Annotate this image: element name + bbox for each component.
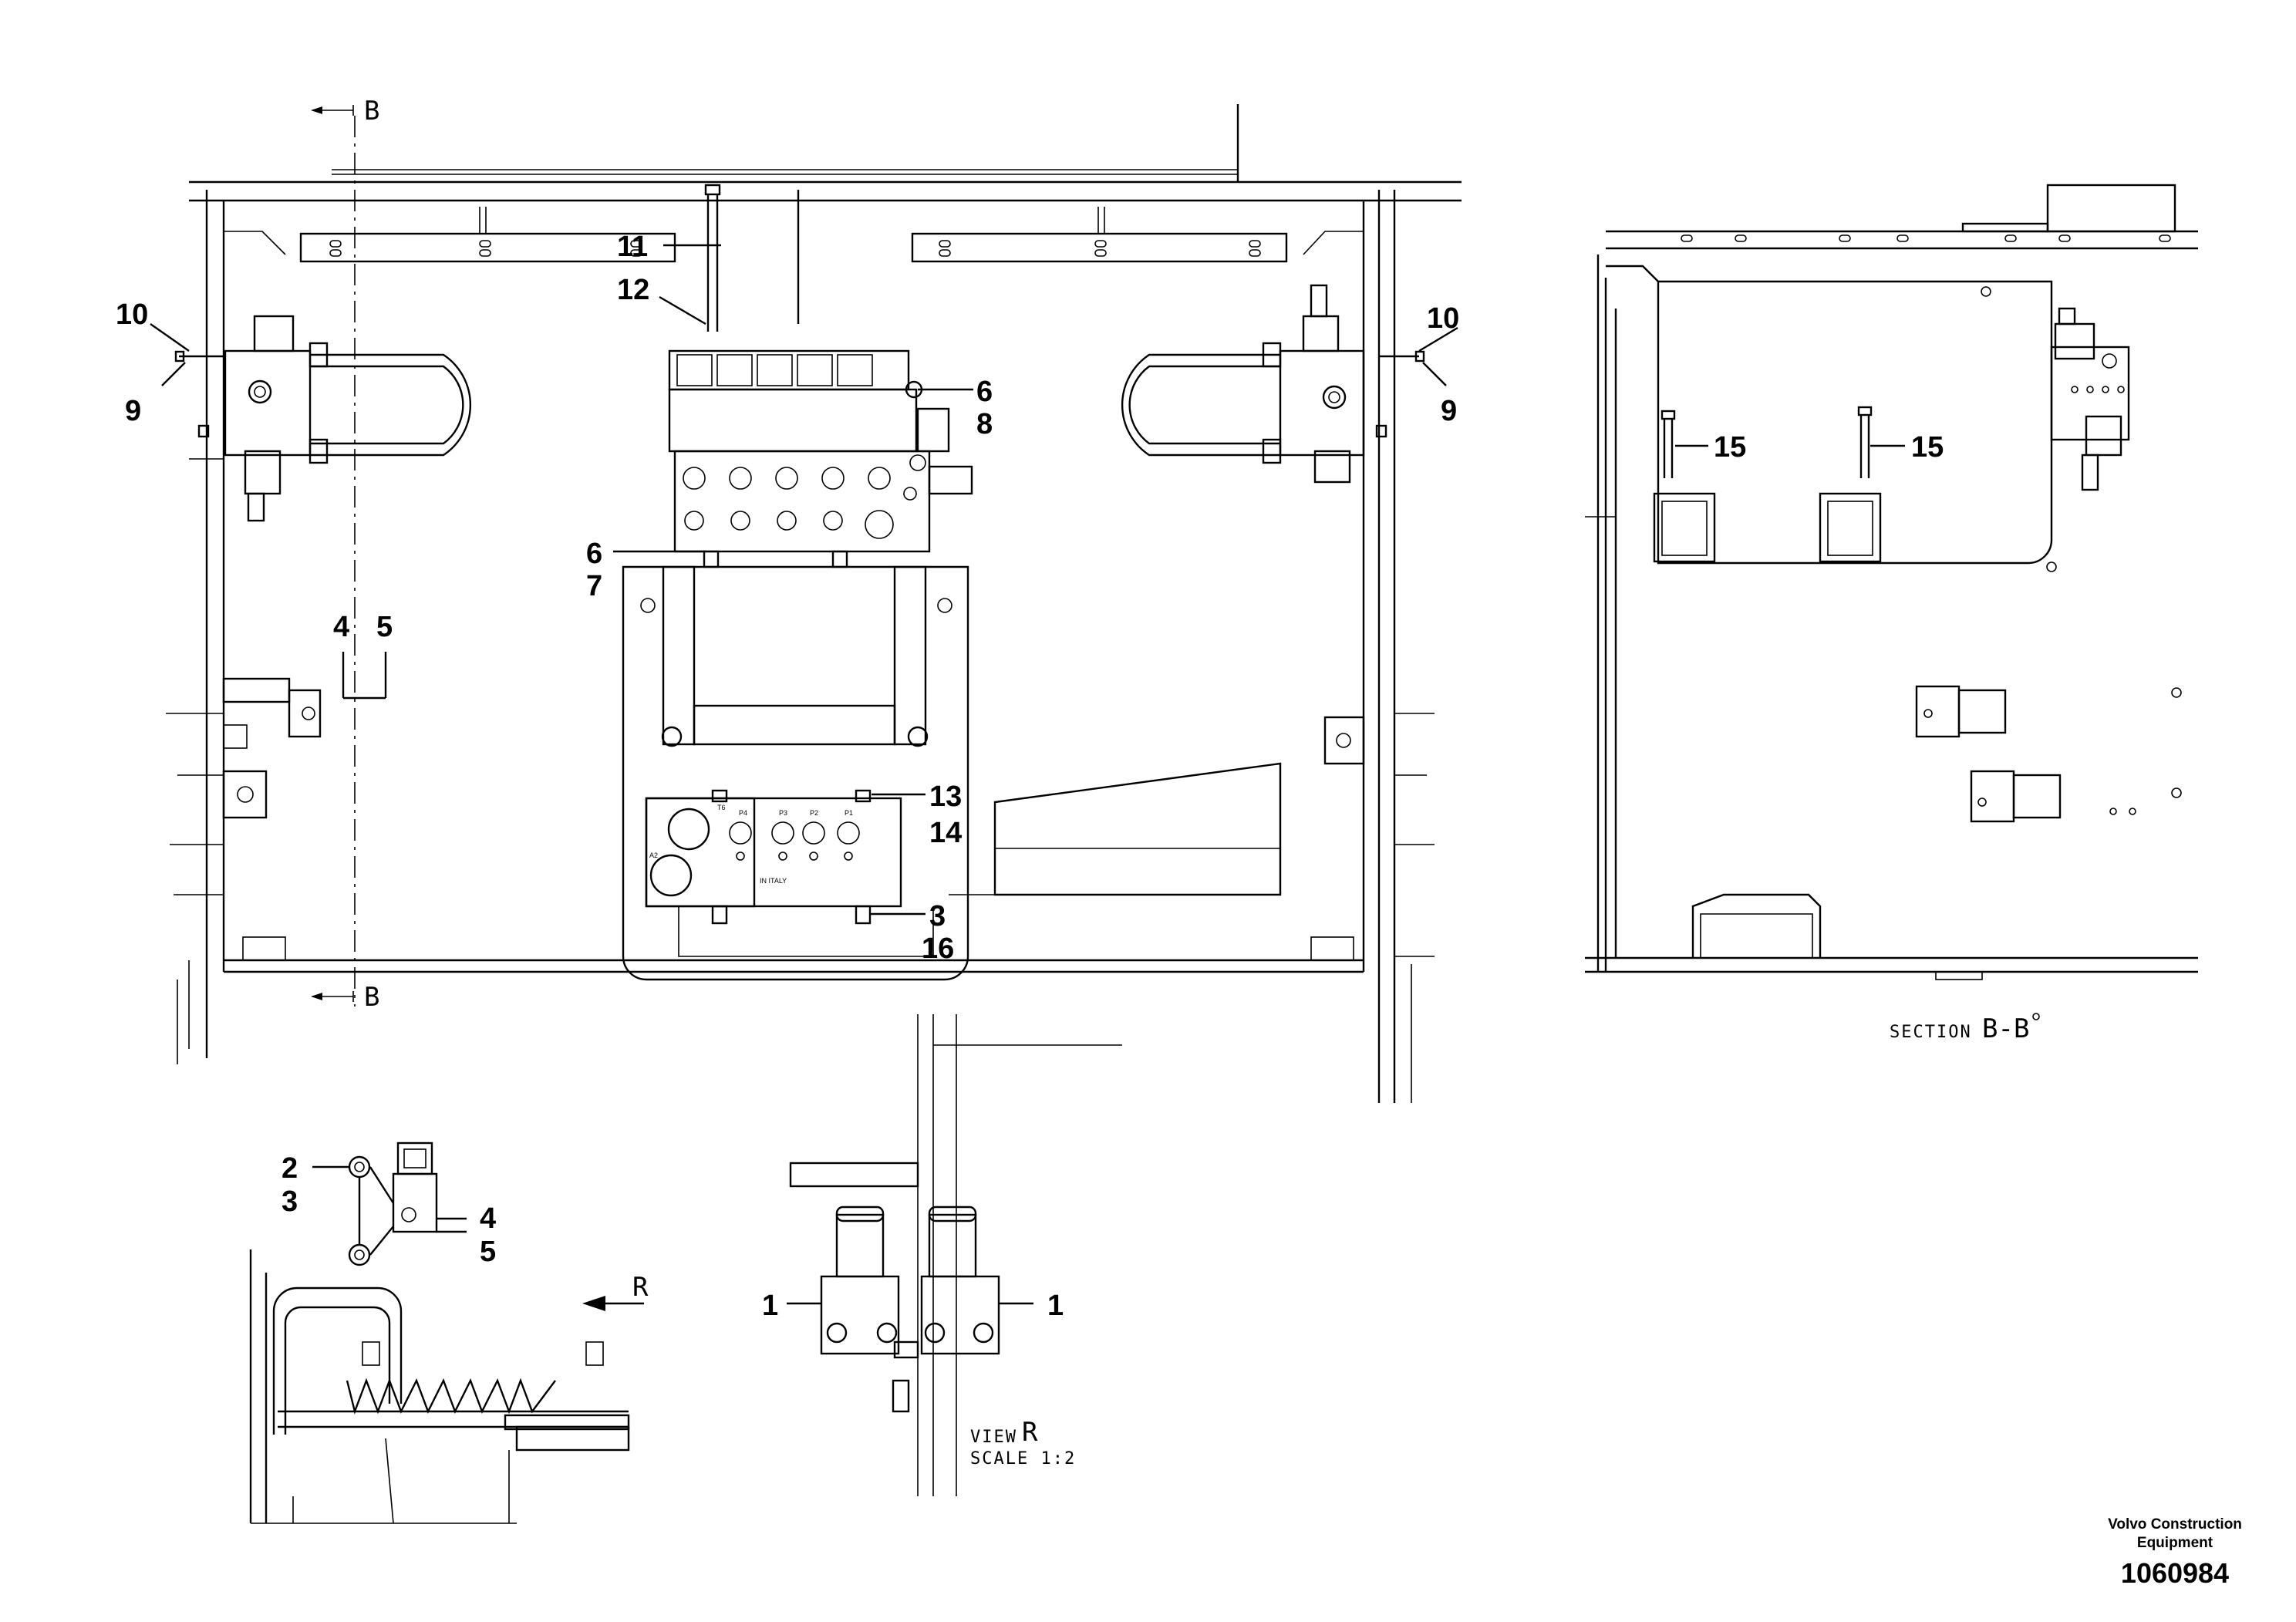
valve-port-p4: P4 — [739, 809, 747, 817]
drawing-number: 1060984 — [2121, 1557, 2229, 1589]
callout-15-left: 15 — [1714, 431, 1746, 464]
view-label-scale: SCALE 1:2 — [970, 1449, 1076, 1469]
section-mark-top: B — [311, 96, 379, 126]
valve-port-p3: P3 — [779, 809, 787, 817]
callout-6-mid: 6 — [586, 538, 602, 570]
valve-made-in: IN ITALY — [760, 877, 787, 885]
view-r-label: VIEW R SCALE 1:2 — [970, 1417, 1076, 1469]
callout-5-detail: 5 — [480, 1236, 496, 1268]
callout-3-detail: 3 — [282, 1185, 298, 1218]
section-letter-bottom: B — [364, 982, 379, 1013]
callout-10-right: 10 — [1427, 302, 1459, 335]
main-plan-view: P4 P3 P2 P1 T6 A2 IN ITALY — [166, 104, 1462, 1496]
valve-port-p2: P2 — [810, 809, 818, 817]
callout-4-main: 4 — [333, 611, 349, 643]
section-b-b-view — [1585, 184, 2198, 980]
callout-1-left: 1 — [762, 1290, 778, 1322]
callout-11: 11 — [617, 231, 648, 263]
callout-12: 12 — [617, 274, 649, 306]
callout-5-main: 5 — [376, 611, 393, 643]
callout-6-top: 6 — [976, 376, 993, 408]
callout-3-main: 3 — [929, 900, 946, 932]
callout-8: 8 — [976, 408, 993, 440]
company-name-line1: Volvo Construction — [2108, 1516, 2242, 1533]
section-mark-bottom: B — [311, 982, 379, 1013]
company-name-line2: Equipment — [2137, 1535, 2213, 1551]
callout-15-right: 15 — [1911, 431, 1944, 464]
callout-labels: 10 9 10 9 11 12 6 8 6 7 4 5 13 14 3 16 1… — [116, 231, 1944, 1322]
valve-port-a2: A2 — [649, 851, 658, 859]
callout-10-left: 10 — [116, 298, 148, 331]
view-arrow-letter: R — [632, 1272, 649, 1303]
view-label-line1: VIEW — [970, 1428, 1017, 1447]
callout-1-right: 1 — [1047, 1290, 1064, 1322]
callout-13: 13 — [929, 781, 962, 813]
callout-2: 2 — [282, 1152, 298, 1185]
section-letter-top: B — [364, 96, 379, 126]
callout-9-right: 9 — [1441, 395, 1457, 427]
valve-port-t6: T6 — [717, 804, 726, 811]
valve-port-p1: P1 — [845, 809, 853, 817]
callout-7: 7 — [586, 570, 602, 602]
detail-view-bottom-left: R — [249, 1141, 649, 1524]
footer-block: Volvo Construction Equipment 1060984 — [2108, 1516, 2242, 1589]
callout-4-detail: 4 — [480, 1202, 496, 1235]
section-label-prefix: SECTION — [1890, 1023, 1972, 1042]
callout-14: 14 — [929, 817, 962, 849]
callout-9-left: 9 — [125, 395, 141, 427]
section-b-b-label: SECTION B-B — [1890, 1013, 2040, 1044]
view-r — [787, 1162, 1033, 1413]
section-label-name: B-B — [1982, 1013, 2029, 1044]
view-label-letter: R — [1022, 1417, 1038, 1448]
leader-lines-main — [150, 244, 1458, 916]
callout-16: 16 — [922, 932, 954, 965]
